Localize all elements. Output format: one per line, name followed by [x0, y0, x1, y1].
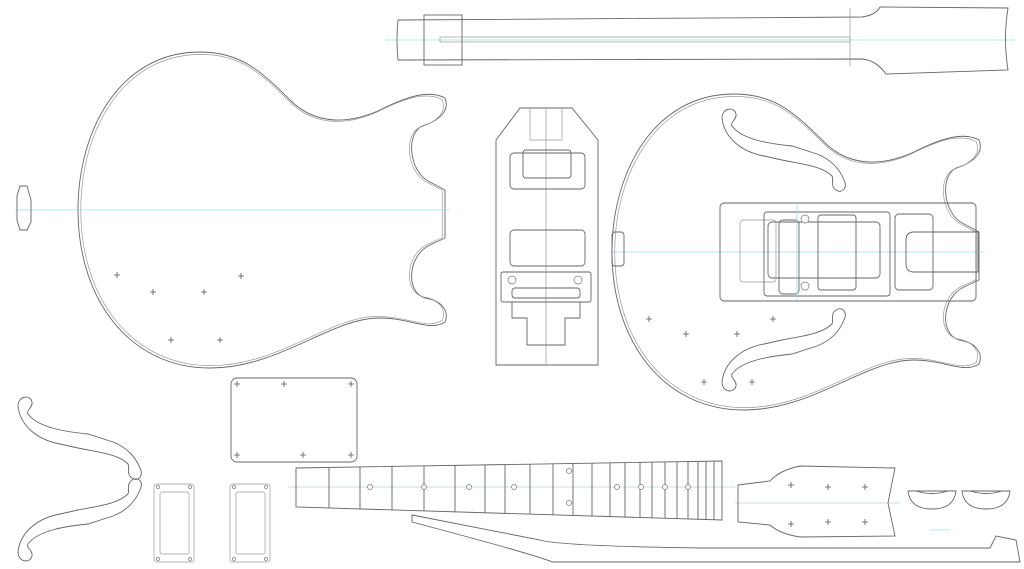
bridge-post-hole	[800, 281, 810, 291]
fretboard	[288, 460, 735, 521]
bridge-post-hole	[573, 275, 583, 285]
body-top	[610, 93, 985, 411]
inlay-dot	[566, 500, 572, 506]
neck-tenon-top	[905, 231, 979, 273]
control-cavity-cover	[230, 377, 358, 463]
bridge-outline	[778, 219, 800, 295]
neck-pickup-cavity	[509, 152, 586, 190]
knob-2	[961, 490, 1011, 510]
neck-heel	[423, 14, 463, 66]
f-hole-upper	[721, 108, 846, 192]
screw-marks	[113, 271, 245, 344]
inlay-dot	[662, 484, 668, 490]
heel-piece-outline	[737, 465, 896, 538]
bridge-pickup-cavity	[509, 229, 586, 267]
pickup-route	[763, 211, 891, 297]
center-block-cavity	[719, 202, 977, 302]
inlay-dot	[367, 484, 373, 490]
neck-heel-piece	[735, 465, 900, 538]
neck-outline	[396, 6, 1009, 75]
pickup-cavity	[817, 214, 857, 291]
inlay-dot	[511, 484, 517, 490]
end-block	[16, 185, 32, 231]
inlay-dot	[566, 468, 572, 474]
bridge-post-hole	[507, 275, 517, 285]
knob-1	[907, 490, 957, 510]
fretboard-outline	[295, 460, 723, 521]
end-pin-block	[611, 231, 625, 267]
f-hole-template-upper	[17, 396, 142, 480]
f-hole-template-lower	[17, 478, 142, 562]
neck-side-profile	[411, 514, 1021, 563]
pickup-ring-1	[153, 483, 195, 563]
center-block	[495, 107, 599, 366]
cavity-outline	[739, 219, 777, 283]
neck-pickup-cavity-top	[894, 213, 934, 291]
truss-rod-channel	[439, 36, 851, 43]
body-back	[15, 51, 450, 369]
inlay-dot	[614, 484, 620, 490]
neck-pickup-inner	[522, 149, 572, 179]
center-block-outline	[495, 107, 599, 366]
inlay-dot	[466, 484, 472, 490]
screw-marks-top	[645, 315, 777, 386]
bridge-post-hole	[800, 214, 810, 224]
pickup-ring-2	[229, 483, 271, 563]
inlay-dot	[421, 484, 427, 490]
pickup-ring	[767, 221, 881, 279]
neck-tenon	[529, 108, 563, 141]
inlay-dot	[685, 484, 691, 490]
f-hole-lower	[721, 308, 846, 392]
bridge-slot	[511, 287, 581, 299]
neck-top-view	[385, 6, 1015, 75]
tailpiece-cavity	[511, 301, 581, 346]
inlay-dot	[638, 484, 644, 490]
